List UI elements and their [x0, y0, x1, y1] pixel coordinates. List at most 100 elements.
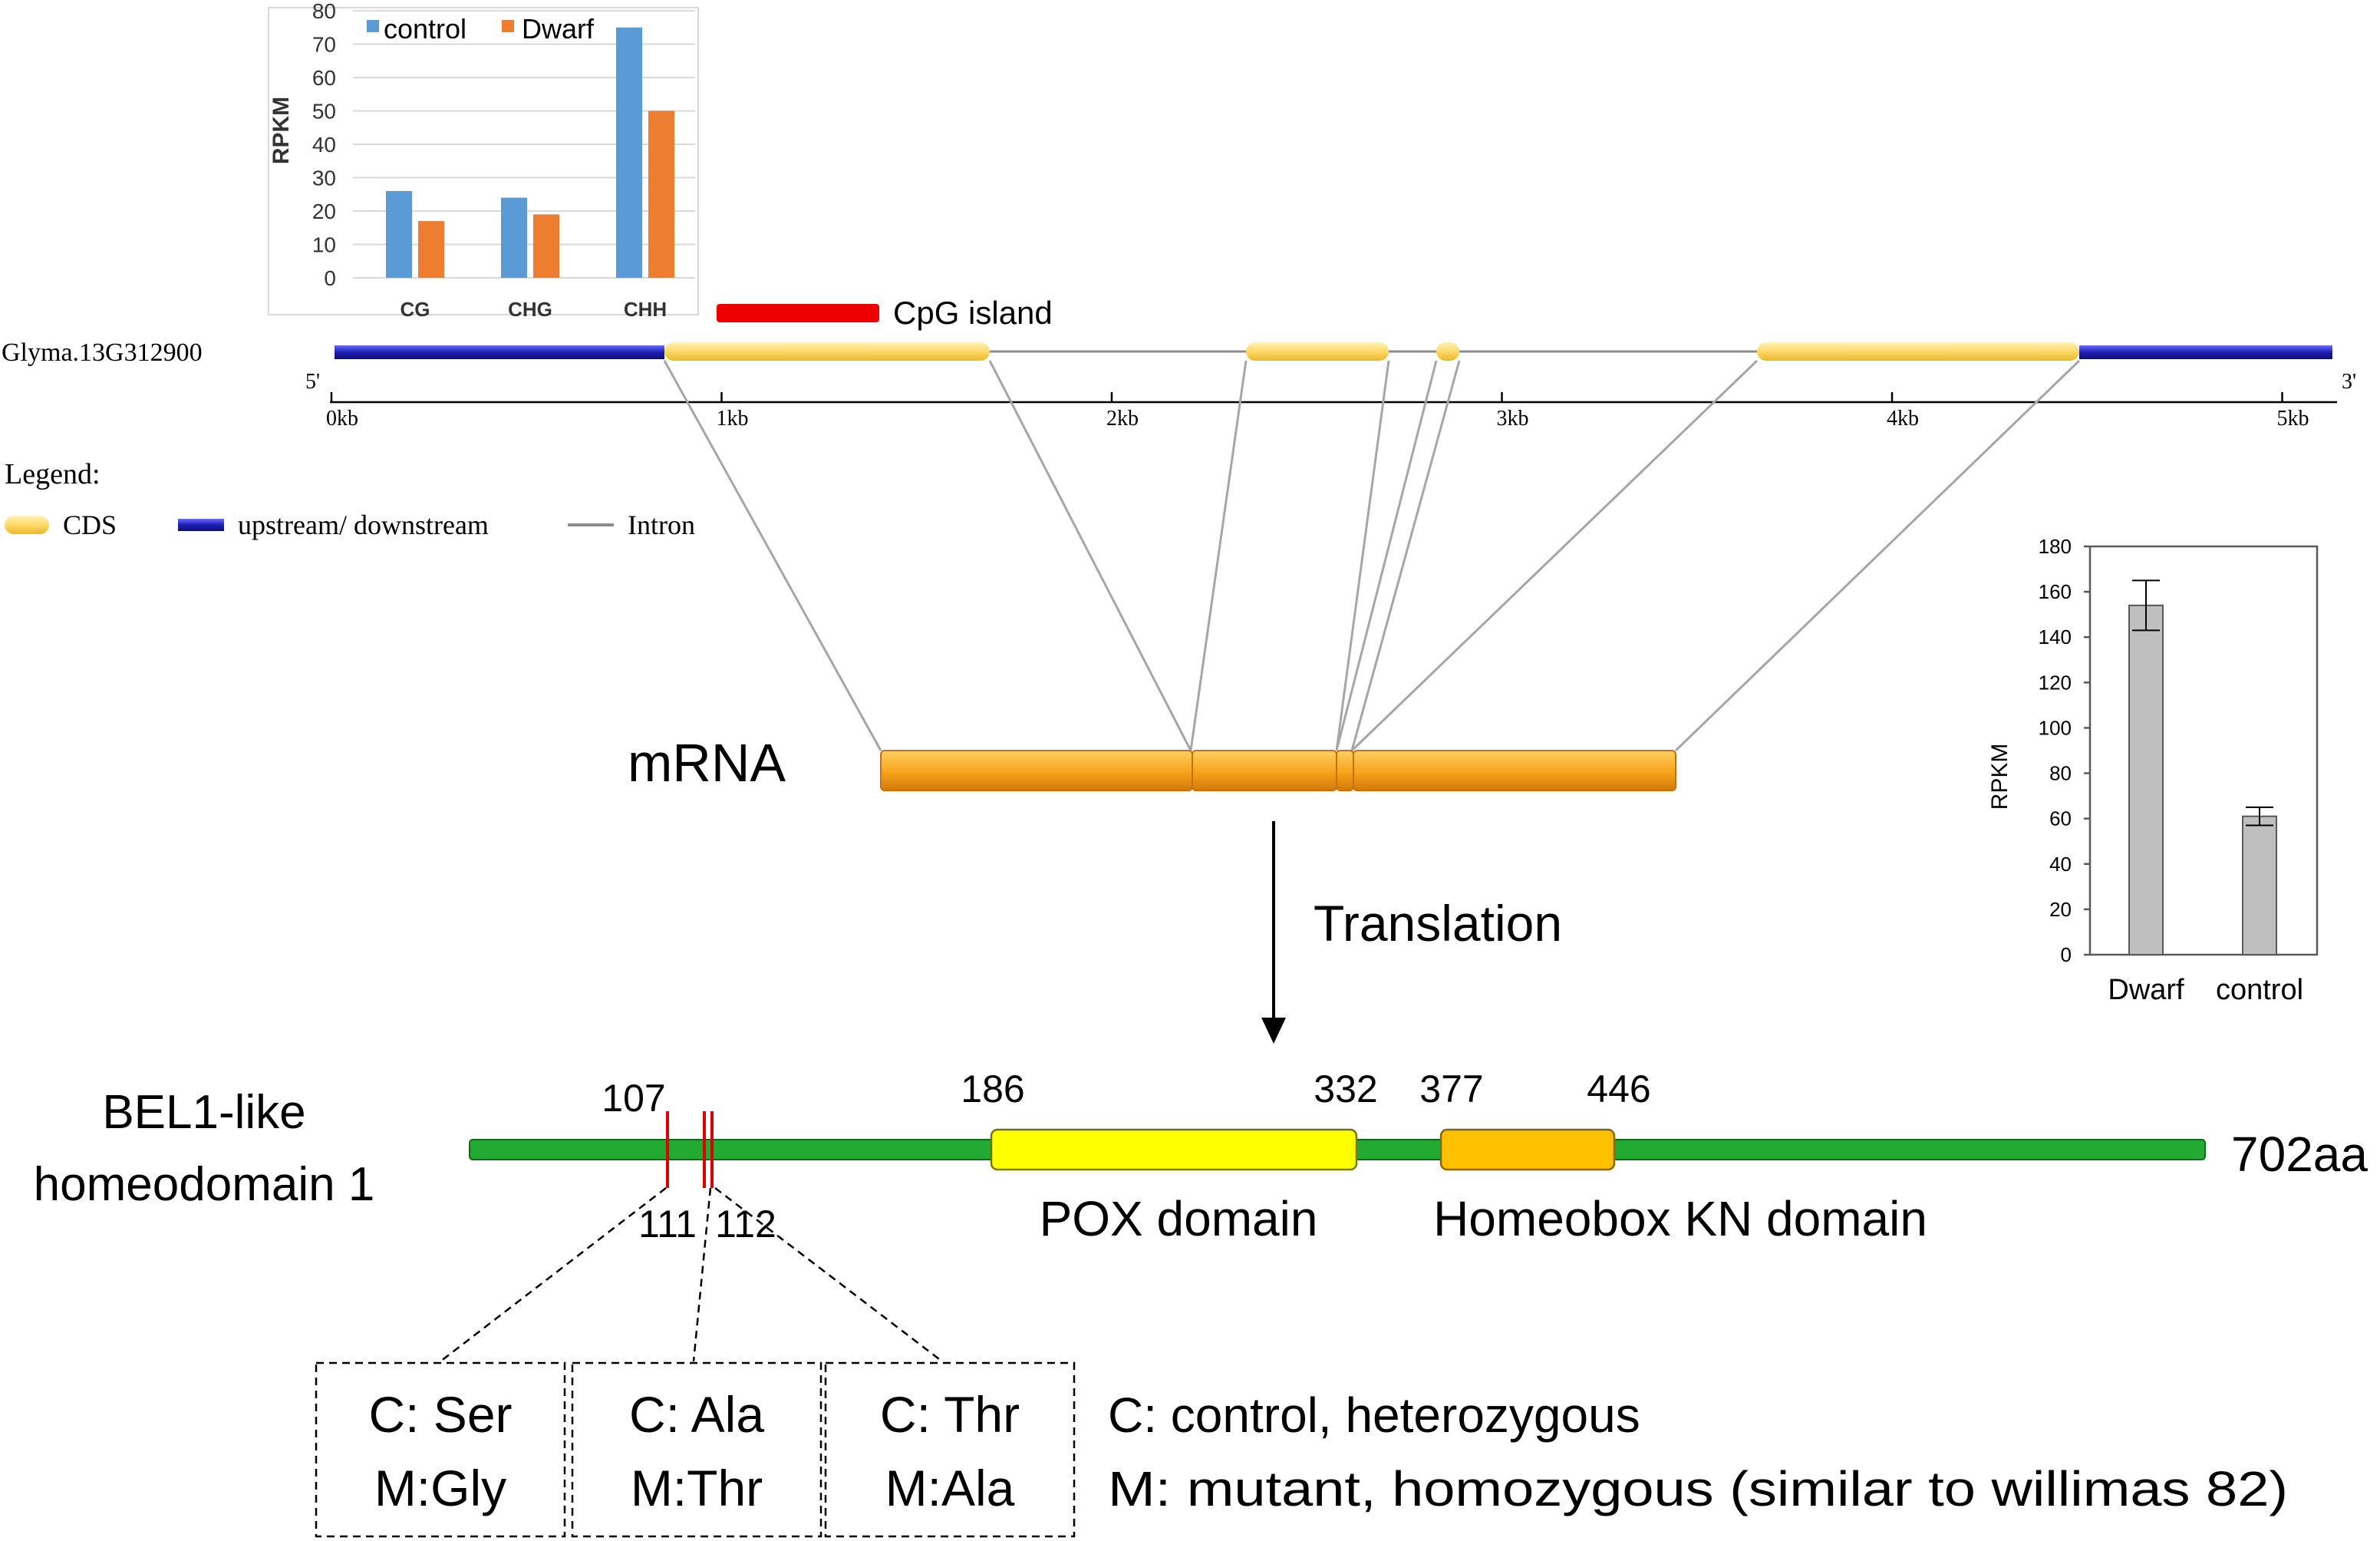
legend-title: Legend: [5, 458, 101, 490]
bar-dwarf-chg [533, 214, 559, 278]
mrna-exon-3 [1336, 750, 1354, 791]
y-tick-label: 80 [312, 0, 336, 23]
pox-domain-label: POX domain [1040, 1191, 1318, 1246]
mutation-1-control: C: Ser [368, 1386, 512, 1443]
y-tick-label: 10 [312, 233, 336, 257]
cpg-island-label: CpG island [893, 295, 1053, 331]
mutation-callout-lines [440, 1187, 943, 1362]
kb-tick-label: 3kb [1497, 407, 1529, 431]
legend-utr-swatch [178, 519, 224, 531]
mrna: mRNA [628, 733, 1676, 793]
expression-bar-control [2242, 815, 2277, 955]
y-tick-label: 180 [2039, 535, 2072, 558]
position-186: 186 [961, 1067, 1024, 1110]
y-tick-label: 40 [312, 133, 336, 157]
mrna-exon-4 [1353, 750, 1676, 791]
position-107: 107 [602, 1077, 665, 1120]
legend-swatch-dwarf [502, 20, 514, 32]
key-mutant: M: mutant, homozygous (similar to willim… [1108, 1461, 2288, 1516]
legend-label-control: control [384, 13, 466, 45]
mapping-line [1674, 359, 2081, 752]
mutation-box-3 [824, 1361, 1076, 1538]
protein-length: 702aa [2231, 1127, 2368, 1182]
downstream-region [2079, 345, 2332, 359]
five-prime-label: 5' [305, 370, 320, 394]
mapping-line [1350, 360, 1461, 751]
bar-control-chh [616, 27, 642, 278]
legend-label-dwarf: Dwarf [522, 13, 595, 45]
y-tick-label: 120 [2039, 671, 2072, 694]
category-label: control [2216, 974, 2303, 1006]
methylation-bars [386, 27, 674, 278]
legend-utr-label: upstream/ downstream [238, 510, 489, 540]
kb-tick-label: 5kb [2277, 407, 2309, 431]
gene-name: Glyma.13G312900 [2, 338, 203, 367]
mrna-exon-1 [880, 750, 1193, 791]
cpg-island-bar [717, 304, 879, 322]
position-377: 377 [1419, 1067, 1483, 1110]
category-label: CHG [508, 298, 552, 321]
mutation-2-mutant: M:Thr [631, 1460, 763, 1516]
callout-line-2 [692, 1187, 712, 1362]
mutation-1-mutant: M:Gly [374, 1460, 506, 1516]
category-label: CG [401, 298, 430, 321]
category-label: Dwarf [2108, 974, 2184, 1006]
mapping-line [988, 360, 1192, 751]
mutation-3-control: C: Thr [880, 1386, 1020, 1443]
gene-legend: Legend: CDS upstream/ downstream Intron [5, 458, 695, 540]
key-control: C: control, heterozygous [1108, 1388, 1640, 1443]
bar-control-cg [386, 190, 412, 278]
three-prime-label: 3' [2342, 370, 2356, 394]
category-label: CHH [624, 298, 667, 321]
kb-tick-label: 1kb [717, 407, 749, 431]
y-tick-label: 100 [2039, 716, 2072, 739]
methylation-categories: CG CHG CHH [401, 298, 668, 321]
mapping-line [1335, 360, 1438, 751]
translation-label: Translation [1314, 895, 1562, 952]
y-tick-label: 20 [312, 200, 336, 223]
exon-mapping-lines [663, 359, 2081, 752]
cds-exon-3 [1436, 342, 1459, 361]
bar-dwarf-chh [648, 111, 674, 278]
y-tick-label: 70 [312, 33, 336, 57]
upstream-region [335, 345, 664, 359]
legend-swatch-control [367, 20, 379, 32]
expression-categories: Dwarf control [2108, 974, 2303, 1006]
kb-tick-label: 4kb [1887, 407, 1919, 431]
kb-tick-label: 2kb [1106, 407, 1139, 431]
bar-dwarf-cg [418, 221, 444, 278]
translation-arrow: Translation [1261, 821, 1562, 1044]
y-tick-label: 160 [2039, 580, 2072, 603]
y-tick-label: 30 [312, 167, 336, 190]
y-tick-label: 80 [2049, 762, 2072, 785]
expression-bars [2128, 579, 2277, 955]
genotype-key: C: control, heterozygous M: mutant, homo… [1108, 1388, 2288, 1516]
callout-line-3 [714, 1187, 943, 1362]
mapping-line [1350, 359, 1759, 752]
legend-cds-swatch [5, 516, 49, 534]
y-tick-label: 50 [312, 100, 336, 124]
callout-line-1 [440, 1187, 667, 1362]
y-tick-label: 20 [2049, 898, 2072, 921]
mutation-box-2 [571, 1361, 822, 1538]
homeobox-domain-label: Homeobox KN domain [1433, 1191, 1927, 1246]
mapping-line [663, 360, 882, 751]
bar-control-chg [501, 197, 527, 278]
mutation-3-mutant: M:Ala [885, 1460, 1015, 1516]
translation-arrow-head [1261, 1018, 1286, 1044]
position-332: 332 [1314, 1067, 1377, 1110]
y-tick-label: 60 [2049, 807, 2072, 830]
expression-chart-frame [2088, 545, 2319, 956]
protein-name-line1: BEL1-like [102, 1086, 305, 1139]
mrna-exon-2 [1192, 750, 1337, 791]
expression-bar-dwarf [2128, 604, 2164, 955]
y-tick-label: 60 [312, 66, 336, 90]
mapping-line [1189, 360, 1248, 751]
cds-exon-2 [1246, 342, 1389, 361]
